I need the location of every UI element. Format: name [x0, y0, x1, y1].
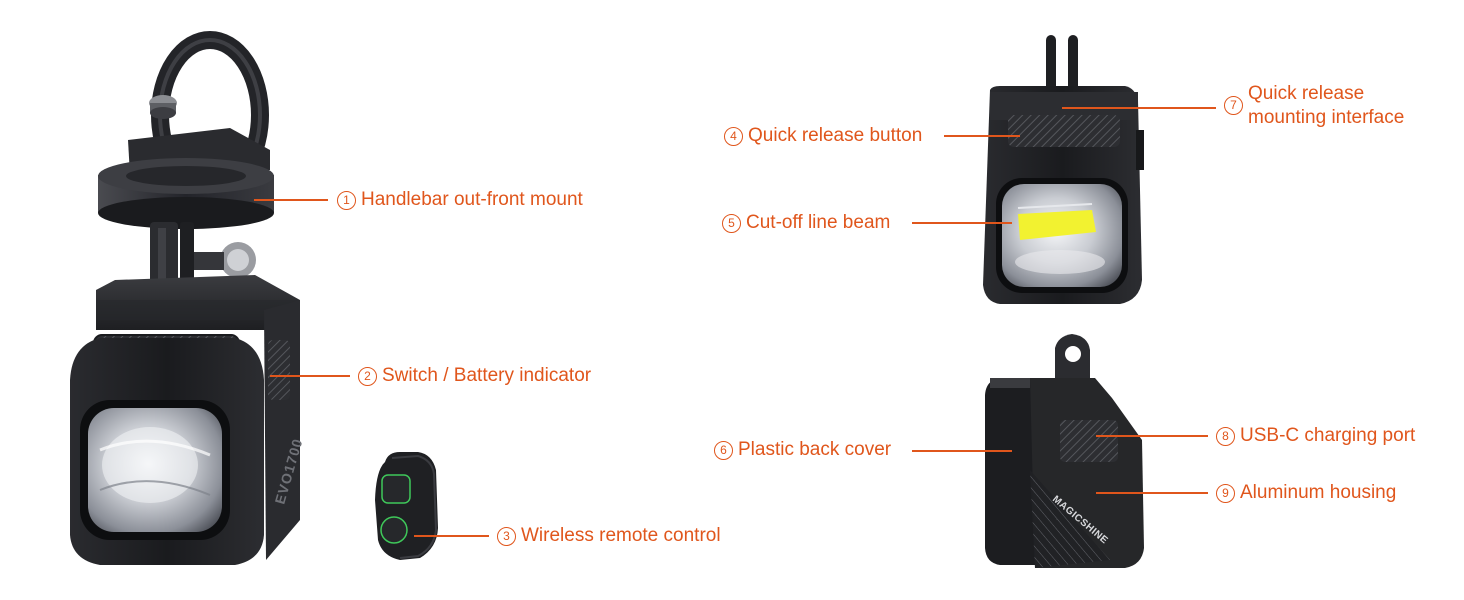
callout-leader-lines	[254, 107, 1216, 537]
callout-wireless-remote: 3 Wireless remote control	[497, 524, 721, 548]
callout-label: Aluminum housing	[1240, 482, 1397, 503]
callout-number: 5	[722, 214, 741, 233]
callout-number: 2	[358, 367, 377, 386]
callout-label: Wireless remote control	[521, 525, 721, 546]
callout-label: Quick release button	[748, 125, 923, 146]
callout-plastic-back-cover: 6 Plastic back cover	[714, 438, 891, 462]
callout-label: Cut-off line beam	[746, 212, 891, 233]
side-view-light: MAGICSHINE	[985, 334, 1144, 568]
callout-label: Plastic back cover	[738, 439, 892, 460]
callout-quick-release-button: 4 Quick release button	[724, 124, 922, 148]
wireless-remote	[375, 452, 438, 560]
main-light-with-mount: EVO1700	[70, 31, 306, 565]
callout-cutoff-beam: 5 Cut-off line beam	[722, 211, 890, 235]
callout-number: 3	[497, 527, 516, 546]
callout-handlebar-mount: 1 Handlebar out-front mount	[337, 188, 583, 212]
callout-number: 9	[1216, 484, 1235, 503]
callout-number: 7	[1224, 96, 1243, 115]
callout-label: Switch / Battery indicator	[382, 365, 592, 386]
callout-number: 6	[714, 441, 733, 460]
callout-label: Handlebar out-front mount	[361, 189, 583, 210]
callout-label: USB-C charging port	[1240, 425, 1416, 446]
callout-label: Quick release mounting interface	[1248, 83, 1405, 128]
callout-number: 4	[724, 127, 743, 146]
front-view-light	[983, 35, 1144, 304]
callout-number: 8	[1216, 427, 1235, 446]
callout-switch-battery: 2 Switch / Battery indicator	[358, 364, 591, 388]
callout-aluminum-housing: 9 Aluminum housing	[1216, 481, 1396, 505]
callout-usbc-port: 8 USB-C charging port	[1216, 424, 1415, 448]
callout-quick-release-interface: 7 Quick release mounting interface	[1224, 82, 1404, 130]
callout-number: 1	[337, 191, 356, 210]
